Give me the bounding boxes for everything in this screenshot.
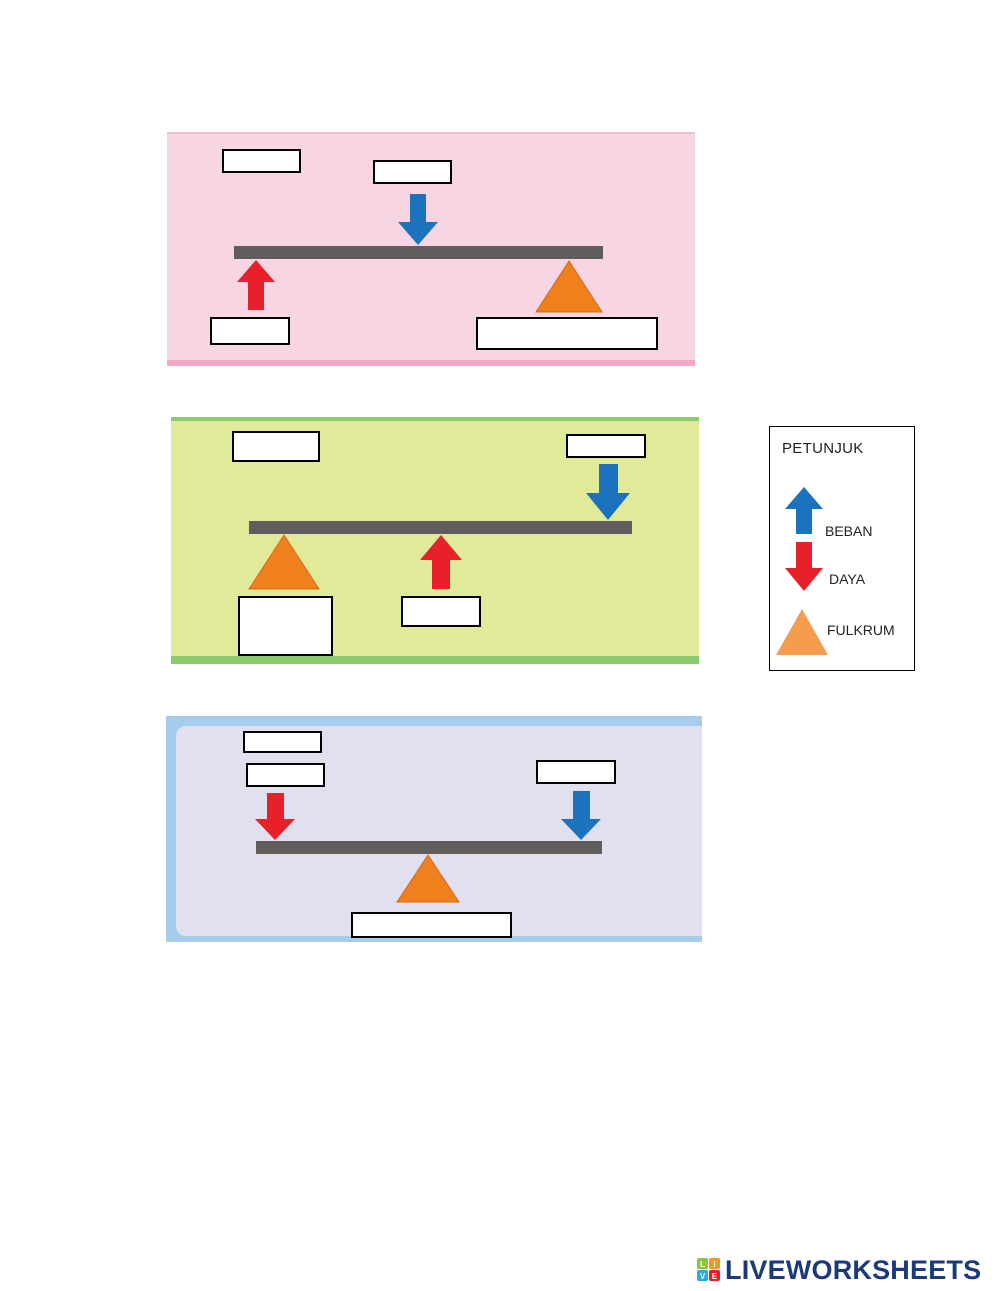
brand-name: LIVEWORKSHEETS [725, 1254, 982, 1285]
effort-arrow-icon [237, 260, 275, 310]
legend-box: PETUNJUK BEBAN DAYA FULKRUM [769, 426, 915, 671]
answer-box[interactable] [243, 731, 322, 753]
answer-box[interactable] [536, 760, 616, 784]
answer-box[interactable] [232, 431, 320, 462]
answer-box[interactable] [476, 317, 658, 350]
blue-arrow-up-icon [785, 487, 823, 534]
answer-box[interactable] [210, 317, 290, 345]
lever-panel-3 [166, 716, 716, 942]
brand-mark-letter: E [712, 1272, 718, 1281]
effort-arrow-icon [420, 535, 462, 589]
fulcrum-icon [248, 534, 320, 590]
load-arrow-icon [398, 194, 438, 245]
answer-box[interactable] [373, 160, 452, 184]
lever-diagram-3 [166, 716, 716, 942]
legend-title: PETUNJUK [782, 440, 864, 457]
brand-mark-letter: L [700, 1260, 705, 1269]
panel-top-edge [171, 417, 699, 421]
answer-box[interactable] [566, 434, 646, 458]
lever-panel-2 [171, 417, 699, 664]
panel-bottom-edge [171, 656, 699, 664]
legend-label-beban: BEBAN [825, 523, 873, 539]
answer-box[interactable] [246, 763, 325, 787]
lever-beam [256, 841, 602, 854]
load-arrow-icon [586, 464, 630, 520]
liveworksheets-logo: L I V E LIVEWORKSHEETS [697, 1252, 981, 1288]
legend-label-fulkrum: FULKRUM [827, 622, 895, 638]
fulcrum-icon [396, 854, 460, 903]
lever-beam [249, 521, 632, 534]
legend-label-daya: DAYA [829, 571, 866, 587]
lever-panel-1 [167, 132, 695, 366]
answer-box[interactable] [222, 149, 301, 173]
panel-top-edge [167, 132, 695, 134]
orange-triangle-icon [776, 609, 828, 655]
panel-bottom-edge [167, 360, 695, 366]
answer-box[interactable] [351, 912, 512, 938]
red-arrow-down-icon [785, 542, 823, 591]
lever-beam [234, 246, 603, 259]
panel-background [176, 726, 716, 936]
liveworksheets-mark-icon: L I V E [697, 1258, 720, 1281]
answer-box[interactable] [401, 596, 481, 627]
brand-mark-letter: V [700, 1272, 706, 1281]
fulcrum-icon [535, 260, 603, 313]
load-arrow-icon [561, 791, 601, 840]
answer-box[interactable] [238, 596, 333, 656]
brand-mark-letter: I [713, 1260, 715, 1269]
effort-arrow-icon [255, 793, 295, 840]
